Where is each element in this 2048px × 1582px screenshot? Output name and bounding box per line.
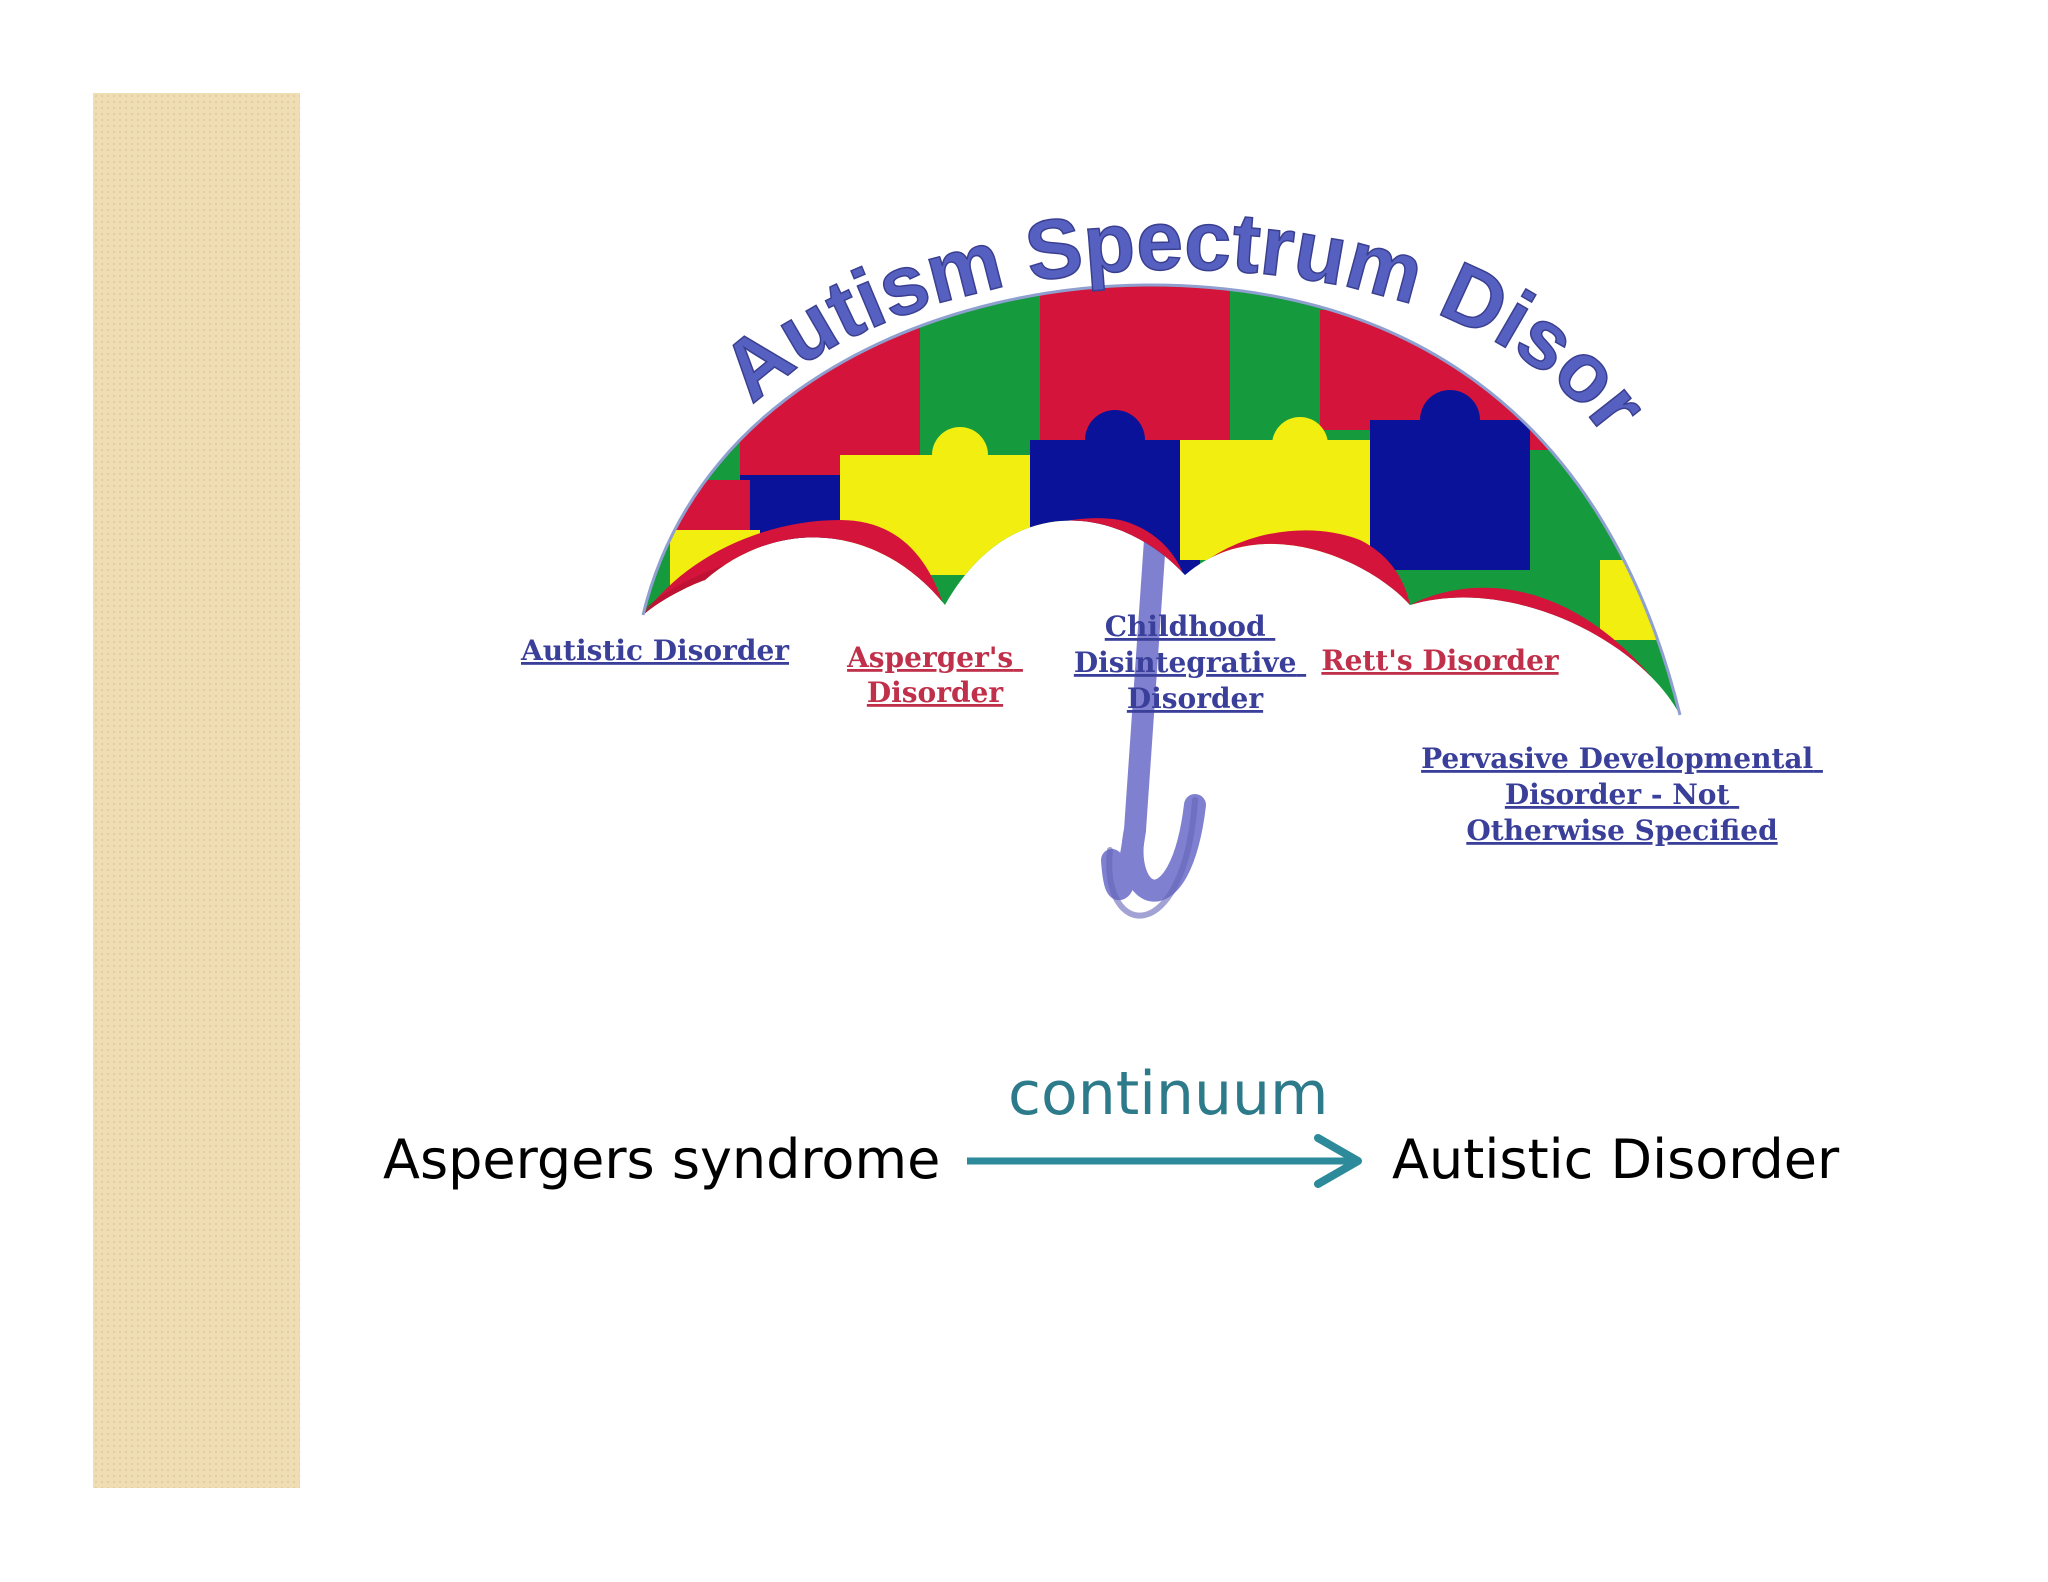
- label-autistic-disorder: Autistic Disorder: [520, 634, 790, 667]
- label-childhood-disintegrative-disorder: Childhood Disintegrative Disorder: [1074, 610, 1306, 715]
- umbrella-handle: [1101, 529, 1206, 919]
- label-pdd-nos: Pervasive Developmental Disorder - Not O…: [1421, 742, 1823, 847]
- canopy-outline: [641, 283, 1682, 716]
- continuum-label: continuum: [1008, 1059, 1329, 1129]
- decorative-accent-bar: [93, 93, 300, 1488]
- label-retts-disorder: Rett's Disorder: [1321, 644, 1560, 677]
- autistic-disorder-label: Autistic Disorder: [1392, 1128, 1840, 1191]
- puzzle-piece: [1040, 285, 1230, 440]
- continuum-arrow: [967, 1134, 1362, 1188]
- label-aspergers-disorder: Asperger's Disorder: [846, 641, 1023, 709]
- aspergers-syndrome-label: Aspergers syndrome: [383, 1128, 941, 1191]
